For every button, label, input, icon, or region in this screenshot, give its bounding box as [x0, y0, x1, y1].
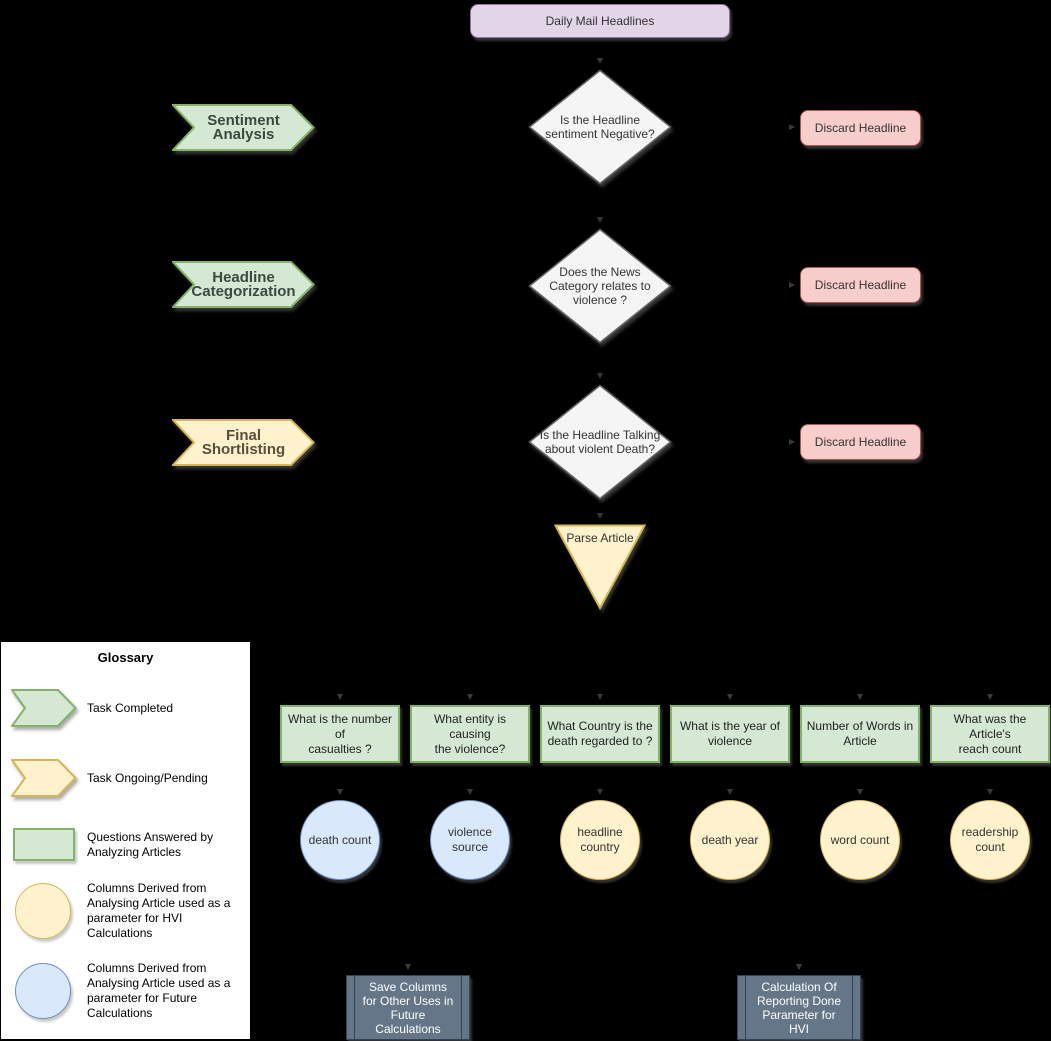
- decision-sentiment-negative: Is the Headline sentiment Negative?: [528, 69, 672, 185]
- stage-banner-label: Sentiment Analysis: [207, 111, 280, 143]
- question-label: What is the year of violence: [679, 719, 781, 748]
- output-hvi-calculation: Calculation Of Reporting Done Parameter …: [737, 975, 861, 1040]
- column-label: death count: [308, 832, 372, 847]
- legend-task-ongoing-label: Task Ongoing/Pending: [87, 759, 247, 797]
- legend-questions-symbol: [13, 828, 75, 861]
- legend-hvi-columns-symbol: [15, 883, 71, 939]
- chevron-banner-shape: [11, 759, 77, 797]
- question-label: What entity is causing the violence?: [433, 711, 507, 756]
- legend-label-text: Columns Derived from Analysing Article u…: [87, 961, 231, 1020]
- diamond-shape: [528, 69, 672, 185]
- column-circle-violence-source: violence source: [430, 800, 510, 880]
- diamond-shape: [528, 384, 672, 500]
- output-label: Save Columns for Other Uses in Future Ca…: [362, 979, 454, 1036]
- chevron-banner-shape: [11, 689, 77, 727]
- column-label: violence source: [447, 825, 493, 854]
- decision-label: Is the Headline sentiment Negative?: [545, 113, 655, 141]
- legend-task-completed-label: Task Completed: [87, 689, 247, 727]
- discard-headline-node-2: Discard Headline: [800, 267, 921, 303]
- column-label: headline country: [577, 825, 623, 854]
- process-inner-line: [461, 976, 462, 1039]
- question-box-violence-entity: What entity is causing the violence?: [410, 705, 530, 763]
- question-box-year: What is the year of violence: [670, 705, 790, 763]
- legend-label-text: Questions Answered by Analyzing Articles: [87, 830, 214, 859]
- question-box-casualties: What is the number of casualties ?: [280, 705, 400, 763]
- question-label: What was the Article's reach count: [953, 711, 1027, 756]
- question-box-reach-count: What was the Article's reach count: [930, 705, 1050, 763]
- start-node-daily-mail-headlines: Daily Mail Headlines: [470, 4, 730, 38]
- legend-future-columns-symbol: [15, 963, 71, 1019]
- start-node-label: Daily Mail Headlines: [545, 13, 655, 28]
- question-label: What is the number of casualties ?: [287, 711, 393, 756]
- question-box-word-count: Number of Words in Article: [800, 705, 920, 763]
- process-inner-line: [354, 976, 355, 1039]
- legend-label-text: Columns Derived from Analysing Article u…: [87, 881, 231, 940]
- legend-label-text: Task Ongoing/Pending: [87, 770, 208, 785]
- column-label: death year: [701, 832, 759, 847]
- stage-banner-final-shortlisting: Final Shortlisting: [172, 419, 315, 466]
- legend-task-completed-symbol: [11, 689, 77, 727]
- discard-label: Discard Headline: [814, 277, 907, 292]
- legend-future-columns-label: Columns Derived from Analysing Article u…: [87, 961, 249, 1021]
- decision-label: Is the Headline Talking about violent De…: [539, 428, 661, 456]
- process-inner-line: [745, 976, 746, 1039]
- discard-headline-node-1: Discard Headline: [800, 110, 921, 146]
- diamond-shape: [528, 228, 672, 344]
- discard-headline-node-3: Discard Headline: [800, 424, 921, 460]
- stage-banner-label: Headline Categorization: [191, 268, 296, 300]
- column-circle-readership-count: readership count: [950, 800, 1030, 880]
- chevron-banner-shape: [172, 104, 315, 151]
- decision-violent-death: Is the Headline Talking about violent De…: [528, 384, 672, 500]
- column-label: word count: [830, 832, 890, 847]
- question-label: Number of Words in Article: [806, 719, 914, 748]
- stage-banner-label: Final Shortlisting: [201, 426, 286, 458]
- column-label: readership count: [961, 825, 1019, 854]
- stage-banner-headline-categorization: Headline Categorization: [172, 261, 315, 308]
- column-circle-death-count: death count: [300, 800, 380, 880]
- legend-questions-label: Questions Answered by Analyzing Articles: [87, 822, 247, 868]
- legend-label-text: Task Completed: [87, 700, 174, 715]
- legend-task-ongoing-symbol: [11, 759, 77, 797]
- legend-hvi-columns-label: Columns Derived from Analysing Article u…: [87, 881, 249, 941]
- discard-label: Discard Headline: [814, 120, 907, 135]
- output-save-columns: Save Columns for Other Uses in Future Ca…: [346, 975, 470, 1040]
- decision-category-violence: Does the News Category relates to violen…: [528, 228, 672, 344]
- process-inner-line: [852, 976, 853, 1039]
- glossary-title: Glossary: [97, 650, 154, 665]
- column-circle-word-count: word count: [820, 800, 900, 880]
- chevron-banner-shape: [172, 261, 315, 308]
- column-circle-headline-country: headline country: [560, 800, 640, 880]
- discard-label: Discard Headline: [814, 434, 907, 449]
- decision-label: Does the News Category relates to violen…: [549, 265, 651, 307]
- parse-article-label: Parse Article: [566, 531, 634, 545]
- inverted-triangle-shape: [554, 524, 646, 610]
- question-label: What Country is the death regarded to ?: [547, 719, 653, 748]
- stage-banner-sentiment-analysis: Sentiment Analysis: [172, 104, 315, 151]
- column-circle-death-year: death year: [690, 800, 770, 880]
- chevron-banner-shape: [172, 419, 315, 466]
- parse-article-node: Parse Article: [554, 524, 646, 610]
- question-box-country: What Country is the death regarded to ?: [540, 705, 660, 763]
- glossary-panel: Glossary Task Completed Task Ongoing/Pen…: [0, 641, 251, 1040]
- output-label: Calculation Of Reporting Done Parameter …: [756, 979, 842, 1036]
